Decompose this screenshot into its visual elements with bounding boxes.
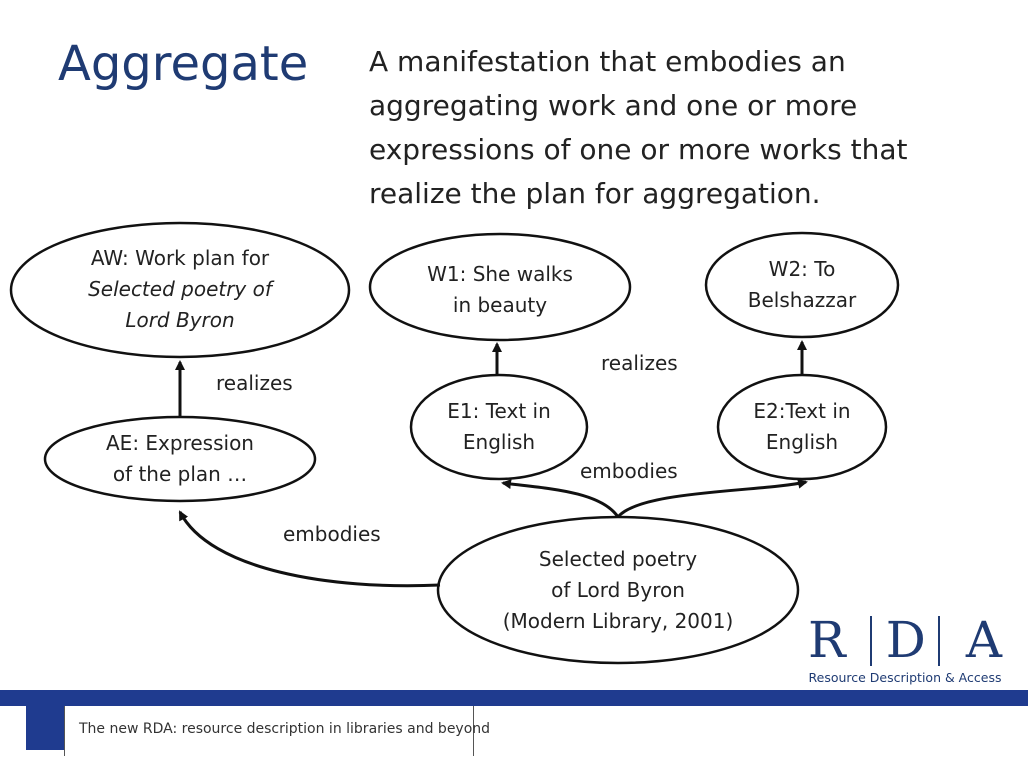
edge-label-embodies-left: embodies bbox=[283, 522, 381, 546]
node-aw-label: AW: Work plan for Selected poetry of Lor… bbox=[88, 246, 272, 332]
node-aw-ellipse bbox=[9, 221, 351, 359]
logo-letter-r: R bbox=[808, 611, 846, 669]
edge-label-realizes-right: realizes bbox=[601, 351, 678, 375]
edge-label-realizes-left: realizes bbox=[216, 371, 293, 395]
node-e1-label: E1: Text in English bbox=[447, 399, 551, 454]
logo-tagline: Resource Description & Access bbox=[808, 670, 1002, 685]
node-w1-ellipse bbox=[368, 232, 632, 342]
logo-letter-a: A bbox=[965, 611, 1002, 669]
node-w2-label: W2: To Belshazzar bbox=[747, 257, 857, 312]
arrow-manifestation-embodies-e1 bbox=[501, 479, 620, 518]
logo-letters: R D A bbox=[808, 612, 1002, 668]
node-w1-label: W1: She walks in beauty bbox=[427, 262, 573, 317]
node-manifestation-label: Selected poetry of Lord Byron (Modern Li… bbox=[502, 547, 734, 633]
arrow-manifestation-embodies-ae bbox=[178, 510, 441, 588]
footer-box bbox=[64, 706, 474, 756]
rda-logo: R D A Resource Description & Access bbox=[808, 612, 1002, 688]
logo-letter-d: D bbox=[885, 611, 926, 669]
logo-separator-2 bbox=[938, 616, 940, 666]
definition-text: A manifestation that embodies an aggrega… bbox=[369, 45, 908, 210]
footer-band bbox=[0, 690, 1028, 706]
arrow-manifestation-embodies-e2 bbox=[616, 478, 808, 519]
node-w2-ellipse bbox=[704, 231, 900, 339]
node-e1-ellipse bbox=[409, 373, 589, 481]
logo-separator-1 bbox=[870, 616, 872, 666]
footer-text: The new RDA: resource description in lib… bbox=[79, 721, 491, 737]
slide-title: Aggregate bbox=[58, 36, 309, 92]
edge-label-embodies-right: embodies bbox=[580, 459, 678, 483]
footer-stem bbox=[26, 706, 64, 750]
node-ae-label: AE: Expression of the plan … bbox=[106, 431, 254, 486]
node-e2-label: E2:Text in English bbox=[753, 399, 851, 454]
